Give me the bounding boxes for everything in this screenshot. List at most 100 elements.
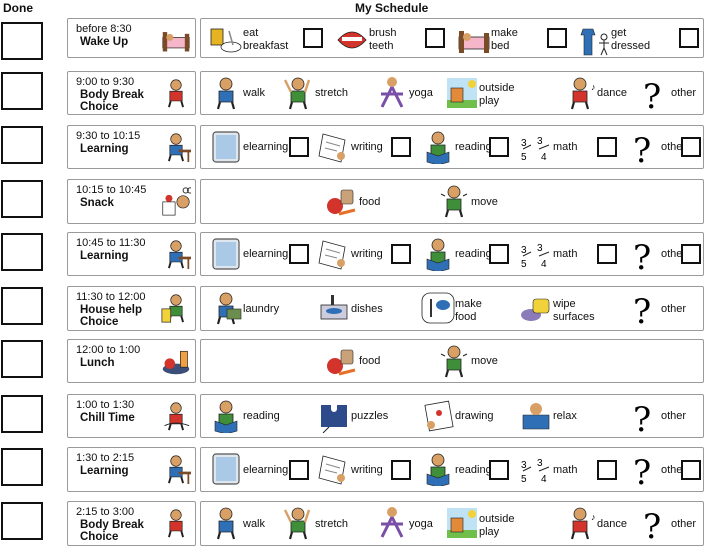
activity-option: writing — [311, 448, 413, 491]
activity-checkbox[interactable] — [489, 244, 509, 264]
activity-checkbox[interactable] — [425, 28, 445, 48]
activity-label: math — [553, 141, 578, 153]
done-checkbox[interactable] — [1, 72, 43, 110]
done-checkbox[interactable] — [1, 448, 43, 486]
activity-checkbox[interactable] — [489, 459, 509, 480]
svg-text:4: 4 — [541, 152, 547, 163]
question-icon: ? — [627, 452, 661, 493]
activity-label: bed — [491, 40, 510, 52]
done-checkbox[interactable] — [1, 502, 43, 540]
done-checkbox[interactable] — [1, 340, 43, 378]
activity-option: stretch — [275, 72, 367, 114]
activity-name: Snack — [80, 197, 114, 209]
activity-name: Chill Time — [80, 412, 135, 424]
activity-checkbox[interactable] — [681, 137, 701, 157]
bed-icon — [457, 23, 491, 57]
activity-option: stretch — [275, 502, 367, 545]
activity-label: other — [661, 141, 687, 153]
question-icon: ? — [627, 237, 661, 278]
laundry-icon — [209, 291, 243, 325]
activity-label: brush — [369, 27, 397, 39]
activity-checkbox[interactable] — [597, 459, 617, 480]
snack-icon — [161, 184, 194, 220]
bed-icon — [161, 23, 191, 59]
question-icon: ? — [627, 130, 661, 171]
done-checkbox[interactable] — [1, 180, 43, 218]
svg-text:?: ? — [633, 238, 651, 271]
done-checkbox[interactable] — [1, 22, 43, 60]
activity-name: Learning — [80, 250, 129, 262]
svg-text:3: 3 — [521, 138, 527, 149]
activity-label: dance — [597, 87, 627, 99]
activity-checkbox[interactable] — [681, 244, 701, 264]
tablet-icon — [209, 452, 243, 486]
activity-label: stretch — [315, 517, 349, 530]
svg-text:?: ? — [633, 131, 651, 164]
activity-option: ?other — [621, 395, 703, 440]
svg-text:4: 4 — [541, 474, 547, 485]
puzzle-icon — [317, 399, 351, 434]
stretch-icon — [281, 76, 315, 110]
activity-option: ? other — [621, 126, 703, 171]
done-checkbox[interactable] — [1, 395, 43, 433]
activity-label: writing — [351, 141, 383, 153]
dance-icon: ♪ — [563, 506, 597, 540]
done-checkbox[interactable] — [1, 287, 43, 325]
svg-text:3: 3 — [521, 245, 527, 256]
activity-label: writing — [351, 463, 383, 476]
activity-option: walk — [203, 72, 273, 114]
activity-checkbox[interactable] — [681, 459, 701, 480]
activity-label: elearning — [243, 248, 289, 260]
yoga-icon — [375, 506, 409, 540]
svg-text:4: 4 — [541, 259, 547, 270]
activity-label: dressed — [611, 40, 651, 52]
activity-checkbox[interactable] — [289, 459, 309, 480]
activity-label: food — [359, 355, 381, 367]
time-range: 11:30 to 12:00 — [76, 291, 146, 303]
done-checkbox[interactable] — [1, 126, 43, 164]
activity-checkbox[interactable] — [597, 137, 617, 157]
activity-name: Choice — [80, 531, 119, 543]
schedule-title: My Schedule — [355, 1, 429, 15]
activity-label: reading — [455, 248, 492, 260]
activity-checkbox[interactable] — [391, 137, 411, 157]
question-icon: ? — [627, 399, 661, 440]
activity-name: Learning — [80, 465, 129, 477]
walk-icon — [209, 506, 243, 540]
svg-text:?: ? — [633, 453, 651, 486]
sponge-icon — [519, 291, 553, 325]
reading-icon — [209, 399, 243, 435]
svg-text:5: 5 — [521, 152, 527, 163]
activity-checkbox[interactable] — [547, 28, 567, 48]
activity-option: yoga — [369, 72, 437, 114]
done-checkbox[interactable] — [1, 233, 43, 271]
activity-label: puzzles — [351, 410, 389, 422]
activity-checkbox[interactable] — [289, 244, 309, 264]
activity-label: surfaces — [553, 310, 595, 323]
activity-checkbox[interactable] — [489, 137, 509, 157]
activity-checkbox[interactable] — [391, 244, 411, 264]
activity-checkbox[interactable] — [289, 137, 309, 157]
activity-checkbox[interactable] — [303, 28, 323, 48]
time-range: 12:00 to 1:00 — [76, 344, 141, 356]
activity-option: writing — [311, 126, 413, 168]
activity-name: House help — [80, 304, 142, 316]
activity-checkbox[interactable] — [391, 459, 411, 480]
activity-checkbox[interactable] — [597, 244, 617, 264]
time-range: 1:30 to 2:15 — [76, 452, 135, 464]
activity-option: ?other — [621, 233, 703, 278]
desk-icon — [161, 130, 191, 166]
activity-option: drawing — [415, 395, 511, 437]
tablet-icon — [209, 130, 243, 164]
time-range: 2:15 to 3:00 — [76, 506, 135, 518]
activity-checkbox[interactable] — [679, 28, 699, 48]
